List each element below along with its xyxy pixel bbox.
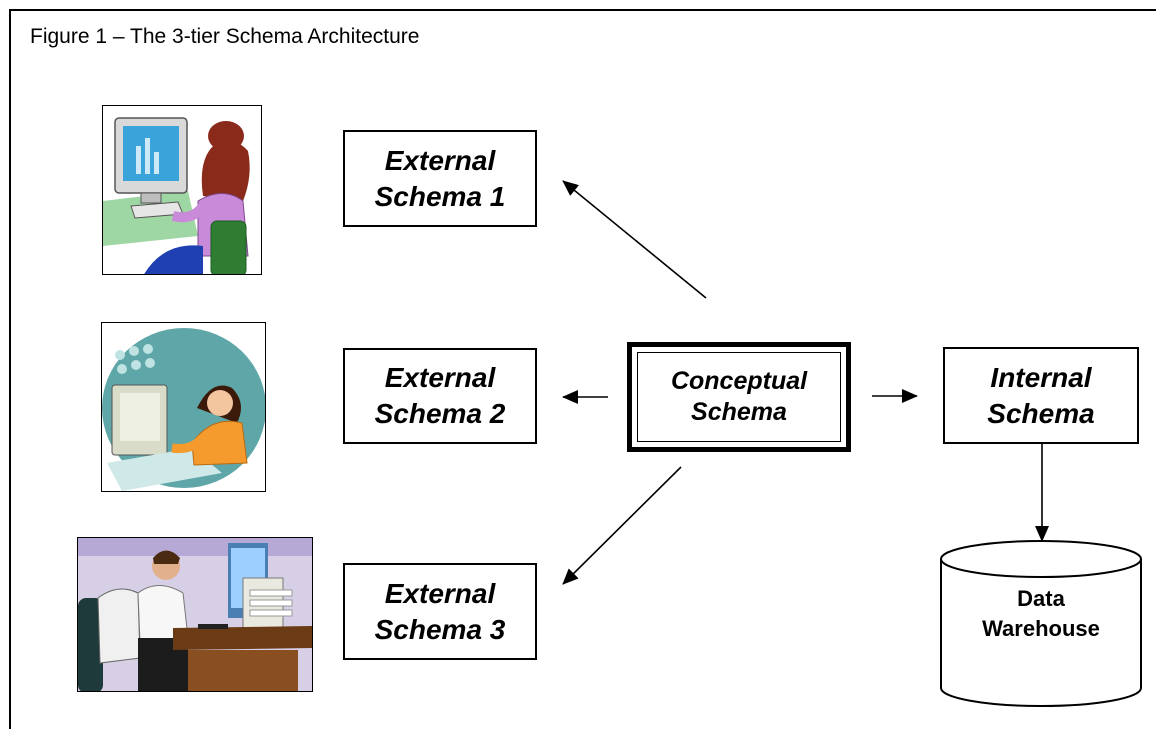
external-schema-2-box: External Schema 2	[343, 348, 537, 444]
external-schema-1-box: External Schema 1	[343, 130, 537, 227]
conceptual-schema-box: Conceptual Schema	[627, 342, 851, 452]
data-warehouse-line2: Warehouse	[982, 616, 1100, 641]
external-schema-3-box: External Schema 3	[343, 563, 537, 660]
external-schema-2-line1: External	[384, 362, 496, 393]
data-warehouse-label: Data Warehouse	[941, 584, 1141, 644]
arrow-conceptual-to-external3	[562, 466, 682, 585]
external-schema-1-line1: External	[384, 144, 496, 176]
conceptual-schema-line2: Schema	[691, 398, 787, 426]
conceptual-schema-line1: Conceptual	[670, 367, 808, 395]
internal-schema-box: Internal Schema	[943, 347, 1139, 444]
external-schema-1-line2: Schema 1	[374, 180, 506, 212]
external-schema-3-line1: External	[384, 577, 496, 609]
conceptual-schema-inner: Conceptual Schema	[637, 352, 841, 442]
figure-frame	[9, 9, 1156, 729]
figure-caption: Figure 1 – The 3-tier Schema Architectur…	[30, 25, 420, 48]
external-schema-3-line2: Schema 3	[374, 613, 506, 645]
man-at-desk-icon	[77, 537, 313, 692]
woman-at-computer-icon	[102, 105, 262, 275]
internal-schema-line1: Internal	[990, 361, 1092, 393]
internal-schema-line2: Schema	[987, 397, 1095, 429]
data-warehouse-cylinder	[940, 540, 1142, 707]
woman-at-workstation-icon	[101, 322, 266, 492]
arrow-conceptual-to-external1	[562, 180, 707, 299]
data-warehouse-line1: Data	[1017, 586, 1065, 611]
external-schema-2-line2: Schema 2	[374, 398, 506, 429]
